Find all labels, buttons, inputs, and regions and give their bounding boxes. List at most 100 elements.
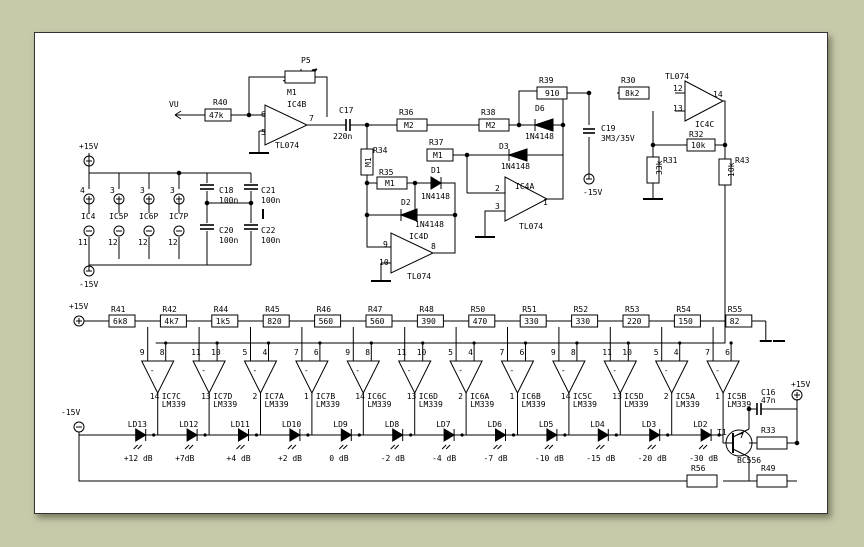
comparator-ic6c [346, 360, 381, 395]
r32-ref: R32 [689, 130, 704, 139]
ladder-resistor-ref-r42: R42 [162, 305, 177, 314]
comparator-pin-out: 2 [253, 392, 258, 401]
ic4d-type: TL074 [407, 272, 431, 281]
comparator-minus-sign: - [150, 366, 155, 375]
r43-ref: R43 [735, 156, 750, 165]
power-pin-bottom-4: 12 [168, 238, 178, 247]
comparator-pin-b: 4 [468, 348, 473, 357]
comparator-ref-ic7d: IC7D [213, 392, 232, 401]
d6-type: 1N4148 [525, 132, 554, 141]
junction-dot [203, 433, 207, 437]
comparator-pin-a: 9 [345, 348, 350, 357]
power-ref-ic6p: IC6P [139, 212, 158, 221]
c21-value: 100n [261, 196, 280, 205]
r31-ref: R31 [663, 156, 678, 165]
led-rail-label: -15V [61, 408, 80, 417]
comparator-type: LM339 [624, 400, 648, 409]
d6-ref: D6 [535, 104, 545, 113]
r30-value: 8k2 [625, 89, 640, 98]
led-ld12 [186, 428, 199, 442]
comparator-pin-a: 5 [243, 348, 248, 357]
led-ref-ld3: LD3 [642, 420, 657, 429]
r38-ref: R38 [481, 108, 496, 117]
power-pin-top-1: 4 [80, 186, 85, 195]
led-ld8 [392, 428, 404, 442]
comparator-pin-a: 11 [602, 348, 612, 357]
c16-value: 47n [761, 396, 776, 405]
led-light-arrows [184, 444, 194, 450]
c20-value: 100n [219, 236, 238, 245]
comparator-pin-out: 14 [150, 392, 160, 401]
comparator-ic5b [706, 360, 740, 395]
comparator-pin-b: 10 [211, 348, 221, 357]
schematic-sheet: VU P5 M1 R40 47k IC4B TL074 6 5 7 C17 22… [34, 32, 828, 514]
comparator-pin-a: 9 [551, 348, 556, 357]
led-level-ld8: -2 dB [381, 454, 405, 463]
supply-plus-c16-label: +15V [791, 380, 810, 389]
power-pin-bottom-2: 12 [108, 238, 118, 247]
ic4d-pin-9: 9 [383, 240, 388, 249]
ic4a-ref: IC4A [515, 182, 534, 191]
comparator-ic5c [552, 360, 586, 395]
comparator-ic6a [449, 360, 483, 395]
led-light-arrows [493, 444, 502, 450]
comparator-pin-out: 2 [458, 392, 463, 401]
ladder-resistor-value-r48: 390 [421, 317, 436, 326]
comparator-type: LM339 [676, 400, 700, 409]
junction-dot [563, 433, 567, 437]
comparator-minus-sign: - [510, 366, 515, 375]
t1-type: BC556 [737, 456, 761, 465]
power-ref-ic4: IC4 [81, 212, 96, 221]
comparator-ref-ic6c: IC6C [367, 392, 386, 401]
ladder-plus-sign [76, 318, 82, 324]
comparator-minus-sign: - [355, 366, 360, 375]
junction-dot [164, 341, 168, 345]
comparator-ref-ic5a: IC5A [676, 392, 695, 401]
ic4a-pin-3: 3 [495, 202, 500, 211]
comparator-pin-a: 7 [500, 348, 505, 357]
junction-dot [472, 341, 476, 345]
d1-ref: D1 [431, 166, 441, 175]
comparator-minus-sign: - [664, 366, 669, 375]
junction-dot [511, 433, 516, 437]
comparator-ic6d [397, 360, 432, 395]
led-light-arrows [544, 444, 554, 450]
ic4c-pin-14: 14 [713, 90, 723, 99]
led-ref-ld13: LD13 [128, 420, 147, 429]
led-ld11 [238, 428, 250, 442]
comparator-pin-b: 4 [263, 348, 268, 357]
junction-dot [215, 341, 219, 345]
c18-ref: C18 [219, 186, 234, 195]
r37-value: M1 [433, 151, 443, 160]
comparator-pin-b: 6 [520, 348, 525, 357]
comparator-ref-ic6a: IC6A [470, 392, 489, 401]
ic4c-type: TL074 [665, 72, 689, 81]
comparator-pin-out: 14 [561, 392, 571, 401]
r39-value: 910 [545, 89, 560, 98]
d3-ref: D3 [499, 142, 509, 151]
p5-ref: P5 [301, 56, 311, 65]
power-pin-top-2: 3 [110, 186, 115, 195]
comparator-pin-out: 13 [201, 392, 211, 401]
r37-ref: R37 [429, 138, 444, 147]
ladder-resistor-ref-r47: R47 [368, 305, 383, 314]
comparator-pin-b: 6 [314, 348, 319, 357]
ladder-resistor-value-r45: 820 [267, 317, 282, 326]
ladder-resistor-value-r47: 560 [370, 317, 385, 326]
comparator-pin-a: 9 [140, 348, 145, 357]
comparator-type: LM339 [213, 400, 237, 409]
junction-dot [666, 433, 670, 437]
comparator-pin-a: 5 [654, 348, 659, 357]
r38-value: M2 [486, 121, 496, 130]
comparator-minus-sign: - [612, 366, 617, 375]
led-ref-ld7: LD7 [436, 420, 451, 429]
comparator-ic7b [295, 360, 329, 395]
comparator-ref-ic7a: IC7A [265, 392, 284, 401]
junction-dot [369, 341, 373, 345]
led-light-arrows [698, 444, 708, 450]
comparator-pin-b: 8 [571, 348, 576, 357]
led-ref-ld5: LD5 [539, 420, 554, 429]
ladder-resistor-ref-r53: R53 [625, 305, 640, 314]
comparator-type: LM339 [367, 400, 391, 409]
ladder-resistor-value-r50: 470 [473, 317, 488, 326]
